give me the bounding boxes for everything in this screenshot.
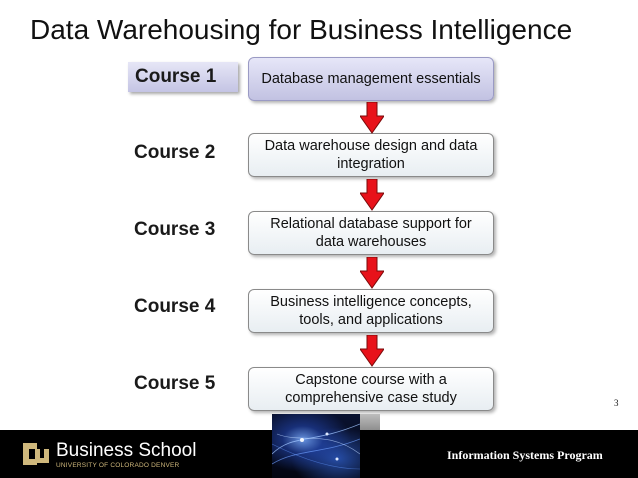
- network-image: [272, 414, 360, 478]
- down-arrow-icon: [360, 179, 384, 211]
- page-number: 3: [614, 398, 619, 408]
- course-label-5: Course 5: [134, 373, 216, 394]
- course-box-3: Relational database support for data war…: [248, 211, 494, 255]
- course-label-2: Course 2: [134, 142, 216, 163]
- down-arrow-icon: [360, 335, 384, 367]
- program-name: Information Systems Program: [447, 448, 603, 462]
- course-box-1: Database management essentials: [248, 57, 494, 101]
- course-box-5: Capstone course with a comprehensive cas…: [248, 367, 494, 411]
- down-arrow-icon: [360, 102, 384, 134]
- course-box-4: Business intelligence concepts, tools, a…: [248, 289, 494, 333]
- cu-logo-icon: [23, 443, 49, 465]
- down-arrow-icon: [360, 257, 384, 289]
- slide-title: Data Warehousing for Business Intelligen…: [30, 14, 573, 45]
- university-name: UNIVERSITY OF COLORADO DENVER: [56, 462, 180, 469]
- course-label-3: Course 3: [134, 219, 216, 240]
- course-box-2: Data warehouse design and data integrati…: [248, 133, 494, 177]
- decorative-block: [360, 414, 380, 430]
- course-label-4: Course 4: [134, 296, 216, 317]
- course-label-1: Course 1: [128, 62, 238, 92]
- school-name: Business School: [56, 440, 197, 461]
